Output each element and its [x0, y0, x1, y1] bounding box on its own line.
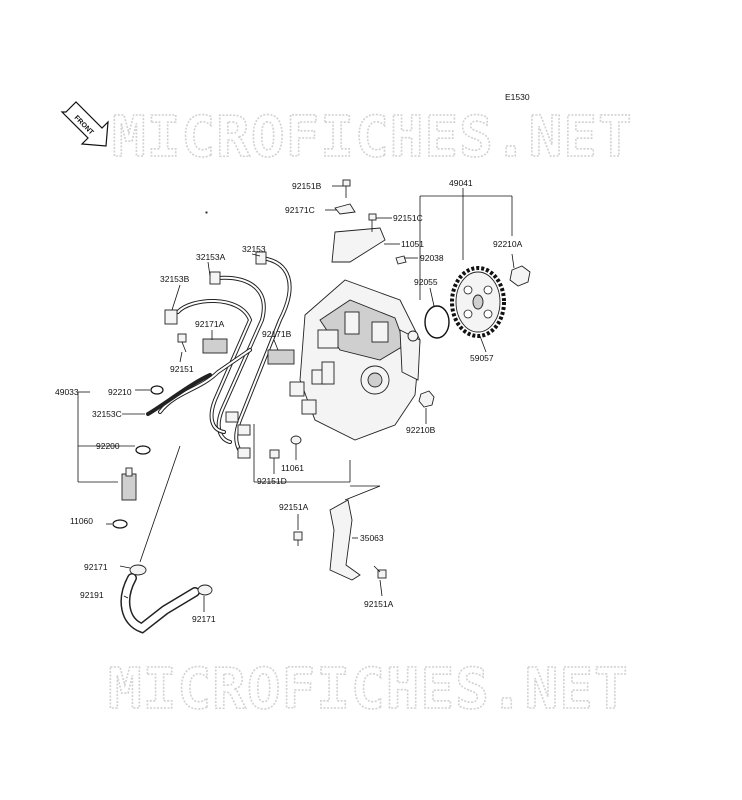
- label-92151a-bottom: 92151A: [364, 599, 394, 609]
- label-92151c: 92151C: [393, 213, 423, 223]
- bolt-92151d-icon: [269, 449, 280, 466]
- label-92151b: 92151B: [292, 181, 322, 191]
- bolt-92151a-top-icon: [293, 531, 303, 546]
- label-92055: 92055: [414, 277, 438, 287]
- washer-11060-icon: [112, 519, 128, 529]
- key-92038-icon: [395, 255, 407, 265]
- part-labels: 49041 92151B 92171C 92151C 11051 92038 9…: [55, 178, 523, 624]
- label-92191: 92191: [80, 590, 104, 600]
- washer-92210-icon: [150, 385, 164, 395]
- label-11051: 11051: [401, 239, 424, 249]
- clamp-92171-left-icon: [129, 564, 147, 576]
- clamp-92171a-icon: [202, 338, 228, 354]
- label-32153: 32153: [242, 244, 266, 254]
- return-pipe-32153c-icon: [146, 373, 212, 416]
- watermark-top: MICROFICHES.NET: [112, 105, 633, 170]
- bolt-92151-icon: [177, 333, 187, 353]
- label-92200: 92200: [96, 441, 120, 451]
- gear-59057-icon: [450, 266, 506, 338]
- label-92210a: 92210A: [493, 239, 523, 249]
- label-92171c: 92171C: [285, 205, 315, 215]
- label-32153a: 32153A: [196, 252, 226, 262]
- label-92171b: 92171B: [262, 329, 292, 339]
- front-arrow-icon: FRONT: [60, 101, 109, 147]
- bolt-92151b-icon: [342, 179, 351, 198]
- nut-92210a-icon: [509, 265, 531, 287]
- diagram-code: E1530: [505, 92, 530, 102]
- label-32153c: 32153C: [92, 409, 122, 419]
- label-35063: 35063: [360, 533, 384, 543]
- label-11060: 11060: [70, 516, 93, 526]
- label-92210: 92210: [108, 387, 132, 397]
- washer-11061-icon: [290, 435, 302, 445]
- label-92151d: 92151D: [257, 476, 287, 486]
- o-ring-92055-icon: [424, 305, 450, 339]
- label-92151a-top: 92151A: [279, 502, 309, 512]
- leader-lines: [77, 185, 515, 612]
- label-92038: 92038: [420, 253, 444, 263]
- label-49041: 49041: [449, 178, 473, 188]
- bracket-11051-icon: [331, 227, 386, 263]
- nut-92210b-icon: [418, 390, 435, 408]
- label-32153b: 32153B: [160, 274, 190, 284]
- injection-pipes-icon: [158, 211, 292, 459]
- label-92171-left: 92171: [84, 562, 108, 572]
- bolt-92151c-icon: [368, 213, 377, 232]
- bracket-35063-icon: [329, 499, 361, 581]
- label-49033: 49033: [55, 387, 79, 397]
- label-92171-bottom: 92171: [192, 614, 216, 624]
- label-11061: 11061: [281, 463, 304, 473]
- clip-92171c-icon: [334, 203, 356, 215]
- gasket-92200-icon: [135, 445, 151, 455]
- watermark-bottom: MICROFICHES.NET: [108, 657, 629, 722]
- injection-pump-icon: [289, 279, 421, 441]
- label-92151: 92151: [170, 364, 194, 374]
- label-59057: 59057: [470, 353, 494, 363]
- clamp-92171b-icon: [267, 349, 295, 365]
- clamp-92171-bottom-icon: [197, 584, 213, 596]
- label-92210b: 92210B: [406, 425, 436, 435]
- label-92171a: 92171A: [195, 319, 225, 329]
- nozzle-icon: [121, 467, 137, 501]
- bolt-92151a-bottom-icon: [373, 565, 387, 579]
